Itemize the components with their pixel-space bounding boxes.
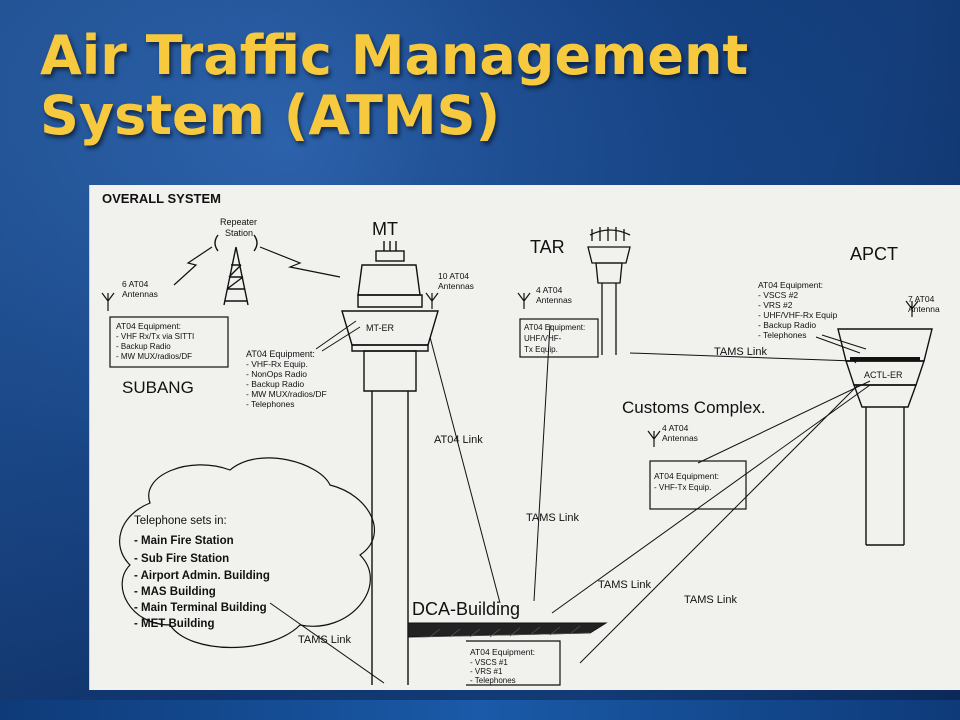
- subang-antennas-2: Antennas: [122, 289, 158, 299]
- dca-eq-0: AT04 Equipment:: [470, 647, 535, 657]
- customs-label: Customs Complex.: [622, 398, 766, 417]
- apct-tower: APCT AT04 Equipment: - VSCS #2 - VRS #2 …: [758, 244, 940, 546]
- repeater-label-2: Station: [225, 228, 253, 238]
- apct-eq-4: - Backup Radio: [758, 320, 816, 330]
- telephone-item-1: - Sub Fire Station: [134, 553, 229, 565]
- link-at04-label: AT04 Link: [434, 434, 483, 446]
- tar-eq-1: UHF/VHF-: [524, 334, 562, 343]
- tar-label: TAR: [530, 237, 565, 257]
- subang-antenna-icon: [101, 292, 115, 311]
- tar-tower-icon: [587, 227, 631, 355]
- dca-building: DCA-Building AT04 Equipment: - VSCS #1 -…: [407, 599, 608, 686]
- telephone-item-3: - MAS Building: [134, 586, 216, 598]
- tar-eq-2: Tx Equip.: [524, 345, 558, 354]
- subang-eq-2: - Backup Radio: [116, 342, 171, 351]
- apct-eq-5: - Telephones: [758, 330, 807, 340]
- dca-eq-3: - Telephones: [470, 676, 516, 685]
- dca-label: DCA-Building: [412, 599, 520, 619]
- telephone-item-0: - Main Fire Station: [134, 535, 234, 547]
- mt-eq-5: - Telephones: [246, 399, 295, 409]
- apct-band: [850, 357, 920, 361]
- repeater-link-mt: [259, 246, 341, 278]
- repeater-label-1: Repeater: [220, 217, 257, 227]
- link-tams-tar-label: TAMS Link: [526, 512, 579, 524]
- repeater-tower-icon: [214, 234, 258, 306]
- apct-eq-0: AT04 Equipment:: [758, 280, 823, 290]
- subang-equipment-box: [109, 316, 229, 368]
- telephone-item-2: - Airport Admin. Building: [134, 570, 270, 582]
- subang-eq-3: - MW MUX/radios/DF: [116, 352, 192, 361]
- subang-eq-0: AT04 Equipment:: [116, 321, 181, 331]
- apct-antennas-1: 7 AT04: [908, 294, 935, 304]
- apct-er-label: ACTL-ER: [864, 370, 903, 380]
- apct-eq-3: - UHF/VHF-Rx Equip: [758, 310, 838, 320]
- mt-eq-4: - MW MUX/radios/DF: [246, 389, 327, 399]
- tar-eq-0: AT04 Equipment:: [524, 323, 585, 332]
- link-tams-apct-label: TAMS Link: [714, 346, 767, 358]
- subang-eq-1: - VHF Rx/Tx via SITTI: [116, 332, 194, 341]
- apct-eq-1: - VSCS #2: [758, 290, 798, 300]
- bottom-bar: [0, 700, 960, 720]
- system-diagram: OVERALL SYSTEM Repeater Station 6 AT04 A…: [89, 185, 960, 690]
- mt-antennas-2: Antennas: [438, 281, 474, 291]
- subang-antennas-1: 6 AT04: [122, 279, 149, 289]
- link-tams-phone-label: TAMS Link: [298, 634, 351, 646]
- customs-site: Customs Complex. 4 AT04 Antennas AT04 Eq…: [622, 398, 766, 510]
- mt-eq-2: - NonOps Radio: [246, 369, 307, 379]
- dca-equipment-box: [466, 640, 561, 686]
- telephone-item-5: - MET Building: [134, 618, 214, 630]
- tar-antenna-icon: [517, 292, 531, 309]
- tar-equipment-box: [519, 318, 599, 358]
- diagram-heading: OVERALL SYSTEM: [102, 191, 221, 206]
- mt-eq-pointer: [315, 320, 361, 352]
- telephone-sets-cloud: Telephone sets in: - Main Fire Station -…: [119, 457, 376, 648]
- link-tams-customs-label: TAMS Link: [598, 579, 651, 591]
- mt-antennas-1: 10 AT04: [438, 271, 469, 281]
- repeater-link-subang: [173, 246, 213, 286]
- mt-eq-3: - Backup Radio: [246, 379, 304, 389]
- tar-antennas-2: Antennas: [536, 295, 572, 305]
- telephone-item-4: - Main Terminal Building: [134, 602, 267, 614]
- subang-site: 6 AT04 Antennas AT04 Equipment: - VHF Rx…: [101, 279, 229, 397]
- dca-eq-1: - VSCS #1: [470, 658, 508, 667]
- repeater-station: Repeater Station: [173, 217, 341, 306]
- dca-eq-2: - VRS #1: [470, 667, 503, 676]
- telephone-heading: Telephone sets in:: [134, 515, 227, 527]
- apct-antennas-2: Antenna: [908, 304, 940, 314]
- customs-equipment-box: [649, 460, 747, 510]
- link-lines: [269, 324, 871, 684]
- apct-eq-pointer: [815, 334, 867, 354]
- apct-label: APCT: [850, 244, 898, 264]
- mt-tower: MT MT-ER 10 AT04 Antennas AT04 Equipment…: [246, 219, 474, 685]
- subang-label: SUBANG: [122, 378, 194, 397]
- customs-eq-0: AT04 Equipment:: [654, 471, 719, 481]
- apct-antenna-icon: [905, 300, 919, 317]
- mt-label: MT: [372, 219, 398, 239]
- mt-eq-0: AT04 Equipment:: [246, 349, 315, 359]
- apct-eq-2: - VRS #2: [758, 300, 793, 310]
- mt-eq-1: - VHF-Rx Equip.: [246, 359, 308, 369]
- customs-antennas-1: 4 AT04: [662, 423, 689, 433]
- customs-antennas-2: Antennas: [662, 433, 698, 443]
- mt-antenna-icon: [425, 292, 439, 309]
- tar-tower: TAR 4 AT04 Antennas AT04 Equipment: UHF/…: [517, 227, 631, 358]
- slide-title: Air Traffic Management System (ATMS): [40, 24, 749, 147]
- mt-er-label: MT-ER: [366, 323, 394, 333]
- tar-antennas-1: 4 AT04: [536, 285, 563, 295]
- customs-antenna-icon: [647, 430, 661, 447]
- customs-eq-1: - VHF-Tx Equip.: [654, 483, 711, 492]
- link-tams-apct-dca-label: TAMS Link: [684, 594, 737, 606]
